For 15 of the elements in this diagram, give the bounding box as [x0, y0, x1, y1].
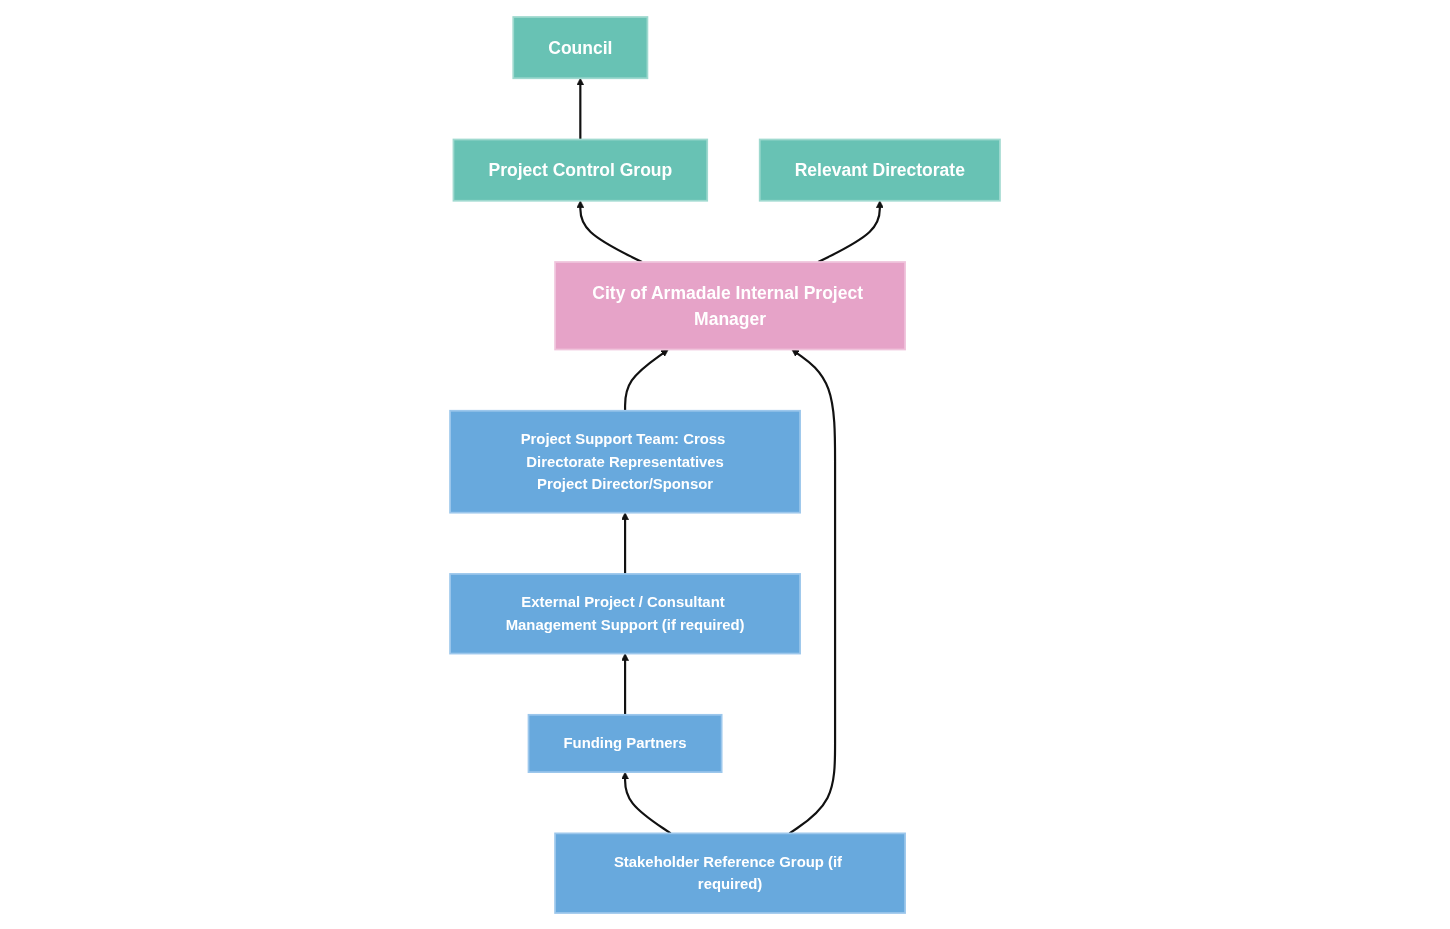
node-box: Project Support Team: Cross Directorate Representatives Project Director/Sponsor [449, 409, 801, 514]
node-box: City of Armadale Internal Project Manager [554, 260, 906, 350]
node-box: External Project / Consultant Management Support (if required) [449, 572, 801, 654]
node-box: Relevant Directorate [758, 138, 1001, 202]
arrow [624, 348, 669, 411]
node-box: Stakeholder Reference Group (if required) [554, 832, 906, 914]
arrow [576, 199, 643, 263]
arrow [817, 199, 884, 263]
arrow [621, 771, 672, 834]
node-box: Council [512, 15, 649, 79]
arrow [788, 348, 837, 834]
node-box: Project Control Group [452, 138, 709, 202]
arrow [576, 77, 585, 139]
arrow [621, 652, 629, 715]
node-box: Funding Partners [527, 713, 723, 773]
